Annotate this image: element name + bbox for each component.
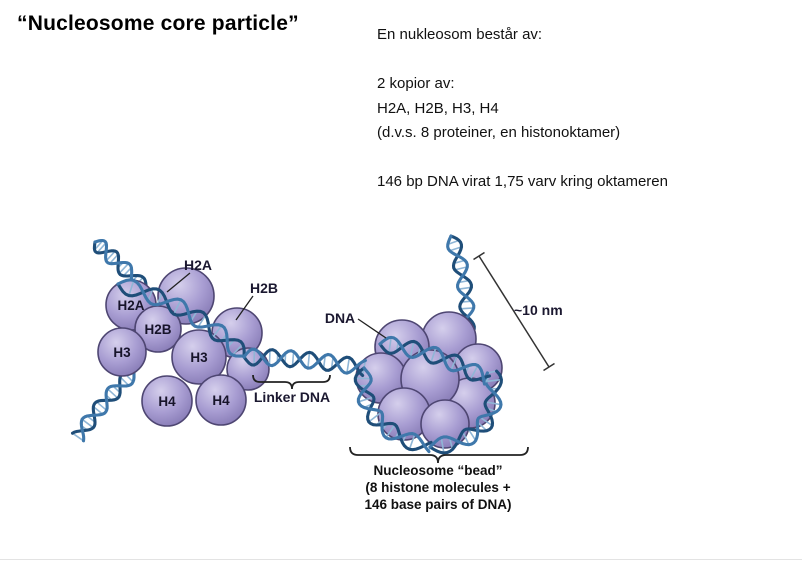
histone-sphere — [97, 327, 147, 377]
dna-base-pair-rung — [358, 396, 374, 403]
dna-base-pair-rung — [388, 337, 392, 354]
dna-base-pair-rung — [105, 250, 116, 262]
dna-strand — [449, 234, 476, 340]
diagram-annotations: H2A H2B DNA H2A H2B H3 H3 H4 H4 Linker D… — [113, 251, 563, 512]
dna-base-pair-rung — [95, 401, 108, 411]
h2b-callout-label: H2B — [250, 280, 278, 296]
h2a-pointer-line — [166, 272, 191, 293]
dna-base-pair-rung — [448, 437, 454, 450]
histone-sphere — [171, 329, 227, 385]
bead-caption-line3: 146 base pairs of DNA) — [364, 497, 511, 512]
sphere-label-h4-right: H4 — [212, 393, 230, 408]
dna-base-pair-rung — [81, 418, 94, 429]
slide-bottom-rule — [0, 559, 802, 560]
slide-title: “Nucleosome core particle” — [17, 12, 299, 35]
info-line: En nukleosom består av: — [377, 26, 543, 43]
dna-base-pair-rung — [469, 365, 479, 380]
dna-strand — [378, 335, 487, 386]
histone-sphere — [141, 375, 193, 427]
info-text-block: En nukleosom består av: 2 kopior av: H2A… — [377, 23, 668, 195]
info-line: H2A, H2B, H3, H4 — [377, 99, 499, 117]
dna-base-pair-rung — [268, 349, 271, 366]
dna-strand — [242, 348, 365, 378]
dna-base-pair-rung — [467, 428, 477, 442]
dna-base-pair-rung — [408, 434, 416, 450]
dna-base-pair-rung — [461, 431, 470, 446]
dna-base-pair-rung — [460, 307, 474, 310]
dna-base-pair-rung — [430, 347, 437, 364]
dna-base-pair-rung — [93, 239, 104, 251]
info-line: (d.v.s. 8 proteiner, en histonoktamer) — [377, 124, 621, 141]
dna-base-pair-rung — [119, 376, 130, 387]
dna-base-pair-rung — [307, 352, 311, 369]
dna-base-pair-rung — [450, 355, 458, 371]
dna-strand — [116, 278, 246, 358]
bead-caption-line2: (8 histone molecules + — [365, 480, 510, 495]
dna-strand — [353, 366, 433, 452]
dna-base-pair-rung — [156, 292, 164, 306]
dna-base-pair-rung — [291, 351, 295, 367]
histone-sphere — [195, 374, 247, 426]
dna-strand — [356, 366, 431, 454]
dna-base-pair-rung — [128, 280, 135, 296]
dna-base-pair-rung — [96, 242, 107, 254]
dna-strand — [378, 339, 492, 382]
dna-base-pair-rung — [92, 405, 104, 415]
scale-tick-bottom — [543, 362, 555, 372]
dna-strand — [428, 371, 503, 449]
histone-sphere — [420, 399, 470, 449]
dna-base-pair-rung — [346, 357, 351, 374]
dna-base-pair-rung — [485, 378, 502, 383]
histone-spheres — [97, 267, 503, 449]
scale-tick-top — [473, 251, 485, 261]
dna-base-pair-rung — [385, 424, 396, 439]
dna-base-pair-rung — [231, 343, 244, 356]
dna-base-pair-rung — [476, 421, 488, 432]
scale-label: ~10 nm — [514, 302, 563, 318]
dna-base-pair-rung — [109, 253, 119, 265]
dna-strand — [70, 370, 136, 435]
sphere-label-h2a: H2A — [117, 298, 144, 313]
histone-sphere — [226, 347, 270, 391]
dna-strands-front — [116, 278, 503, 455]
h2b-pointer-line — [235, 295, 254, 321]
dna-base-pair-rung — [211, 325, 223, 339]
sphere-label-h2b: H2B — [144, 322, 171, 337]
dna-base-pair-rung — [479, 416, 493, 427]
info-line: 146 bp DNA virat 1,75 varv kring oktamer… — [377, 173, 668, 190]
dna-base-pair-rung — [485, 401, 502, 406]
dna-base-pair-rung — [458, 286, 472, 290]
dna-strand — [242, 347, 367, 375]
dna-base-pair-rung — [72, 432, 84, 442]
dna-base-pair-rung — [147, 288, 154, 302]
dna-base-pair-rung — [197, 314, 207, 328]
linker-dna-label: Linker DNA — [254, 389, 330, 405]
info-line: 2 kopior av: — [377, 75, 455, 92]
dna-base-pair-rung — [454, 266, 468, 271]
bead-caption-line1: Nucleosome “bead” — [373, 463, 502, 478]
dna-base-pair-rung — [487, 370, 497, 374]
dna-base-pair-rung — [107, 388, 119, 399]
dna-base-pair-rung — [118, 262, 130, 274]
scale-line — [478, 255, 550, 368]
dna-base-pair-rung — [368, 411, 382, 423]
dna-callout-label: DNA — [325, 310, 355, 326]
dna-base-pair-rung — [449, 246, 462, 252]
h2a-callout-label: H2A — [184, 257, 212, 273]
bead-brace — [349, 446, 529, 464]
dna-base-pair-rung — [322, 355, 326, 369]
dna-base-pair-rung — [409, 341, 415, 358]
sphere-label-h4-left: H4 — [158, 394, 176, 409]
linker-brace — [252, 374, 331, 390]
dna-base-pair-rung — [440, 437, 445, 454]
dna-base-pair-rung — [447, 239, 460, 246]
dna-strand — [79, 370, 136, 443]
sphere-label-h3-right: H3 — [190, 350, 208, 365]
dna-pointer-line — [357, 318, 387, 339]
sphere-label-h3-left: H3 — [113, 345, 131, 360]
dna-base-pair-rung — [172, 299, 182, 315]
